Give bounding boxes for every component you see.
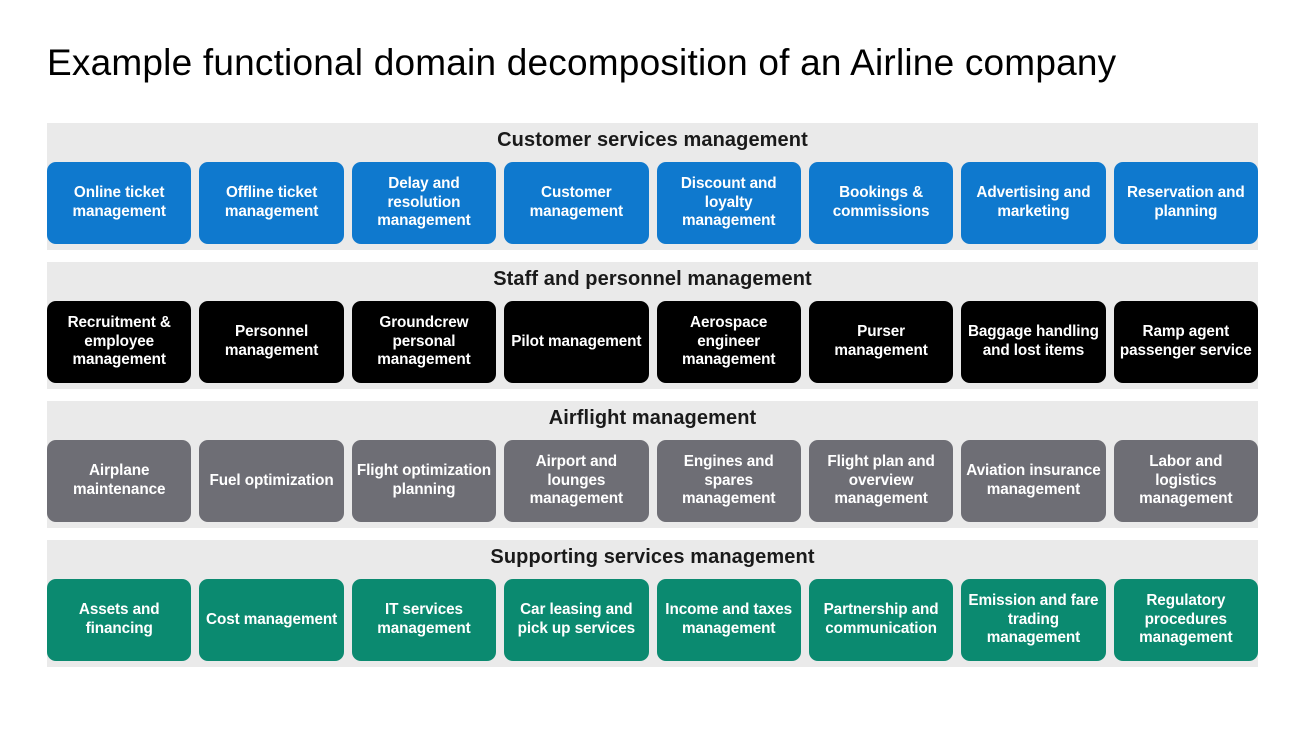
domain-card-label: Pilot management [511, 332, 642, 350]
section-cards-container: Assets and financing Cost management IT se… [47, 574, 1258, 667]
domain-card-label: Fuel optimization [209, 471, 334, 489]
domain-card[interactable]: Emission and fare trading management [961, 579, 1106, 661]
domain-card-label: Aviation insurance management [966, 462, 1101, 498]
domain-card[interactable]: Aviation insurance management [961, 440, 1106, 522]
domain-card-label: Car leasing and pick up services [517, 601, 636, 637]
domain-card-label: Engines and spares management [682, 453, 776, 508]
domain-card-label: IT services management [377, 601, 471, 637]
domain-card[interactable]: Ramp agent passenger service [1113, 301, 1258, 383]
domain-card[interactable]: Personnel management [199, 301, 344, 383]
domain-card[interactable]: Car leasing and pick up services [504, 579, 649, 661]
domain-card[interactable]: Baggage handling and lost items [961, 301, 1106, 383]
card-row: Online ticket management Offline ticket m… [47, 162, 1258, 244]
section-header-band: Airflight management [47, 401, 1258, 435]
domain-card-label: Baggage handling and lost items [967, 323, 1099, 359]
domain-card-label: Reservation and planning [1127, 184, 1245, 220]
domain-card[interactable]: Airplane maintenance [47, 440, 192, 522]
section-title: Airflight management [548, 406, 757, 429]
card-row: Airplane maintenance Fuel optimization Fli… [47, 440, 1258, 522]
domain-card[interactable]: Groundcrew personal management [351, 301, 497, 383]
domain-card-label: Offline ticket management [224, 184, 319, 220]
domain-card-label: Aerospace engineer management [682, 314, 776, 369]
domain-card[interactable]: Cost management [199, 579, 344, 661]
domain-card-label: Personnel management [224, 323, 319, 359]
domain-card-label: Flight plan and overview management [827, 453, 935, 508]
section-header-band: Staff and personnel management [47, 262, 1258, 296]
domain-card[interactable]: Offline ticket management [199, 162, 344, 244]
domain-card[interactable]: Aerospace engineer management [656, 301, 801, 383]
section-cards-container: Airplane maintenance Fuel optimization Fli… [47, 435, 1258, 528]
domain-card[interactable]: Flight plan and overview management [808, 440, 954, 522]
domain-card-label: Groundcrew personal management [377, 314, 471, 369]
domain-card-label: Delay and resolution management [377, 175, 471, 230]
domain-card[interactable]: Regulatory procedures management [1113, 579, 1258, 661]
domain-card[interactable]: Bookings & commissions [808, 162, 954, 244]
domain-card[interactable]: Delay and resolution management [351, 162, 497, 244]
domain-card-label: Partnership and communication [823, 601, 939, 637]
domain-card-label: Bookings & commissions [832, 184, 930, 220]
domain-card[interactable]: Partnership and communication [808, 579, 954, 661]
section-title: Customer services management [497, 128, 808, 151]
domain-card-label: Income and taxes management [665, 601, 793, 637]
section-header-band: Customer services management [47, 123, 1258, 157]
domain-card-label: Assets and financing [78, 601, 160, 637]
domain-card[interactable]: Customer management [504, 162, 649, 244]
domain-card-label: Ramp agent passenger service [1119, 323, 1252, 359]
domain-card-label: Purser management [834, 323, 928, 359]
domain-card-label: Advertising and marketing [976, 184, 1091, 220]
section-title: Staff and personnel management [493, 267, 812, 290]
domain-card[interactable]: Pilot management [504, 301, 649, 383]
domain-card[interactable]: Reservation and planning [1113, 162, 1258, 244]
domain-card[interactable]: Fuel optimization [199, 440, 344, 522]
card-row: Recruitment & employee management Personn… [47, 301, 1258, 383]
domain-card[interactable]: Flight optimization planning [351, 440, 497, 522]
domain-card-label: Labor and logistics management [1139, 453, 1233, 508]
section-cards-container: Recruitment & employee management Personn… [47, 296, 1258, 389]
domain-card[interactable]: Discount and loyalty management [656, 162, 801, 244]
domain-card-label: Customer management [529, 184, 623, 220]
card-row: Assets and financing Cost management IT se… [47, 579, 1258, 661]
page-title: Example functional domain decomposition … [47, 42, 1117, 83]
domain-card[interactable]: Airport and lounges management [504, 440, 649, 522]
domain-card-label: Discount and loyalty management [680, 175, 777, 230]
domain-card-label: Recruitment & employee management [67, 314, 171, 369]
domain-card-label: Airport and lounges management [529, 453, 623, 508]
domain-card[interactable]: Engines and spares management [656, 440, 801, 522]
domain-card-label: Online ticket management [72, 184, 166, 220]
domain-card[interactable]: IT services management [351, 579, 497, 661]
domain-card-label: Flight optimization planning [356, 462, 491, 498]
domain-card[interactable]: Purser management [808, 301, 954, 383]
domain-card-label: Regulatory procedures management [1139, 592, 1233, 647]
domain-card[interactable]: Assets and financing [47, 579, 192, 661]
domain-card-label: Emission and fare trading management [968, 592, 1099, 647]
domain-card[interactable]: Advertising and marketing [961, 162, 1106, 244]
section-title: Supporting services management [490, 545, 815, 568]
section-header-band: Supporting services management [47, 540, 1258, 574]
domain-card[interactable]: Income and taxes management [656, 579, 801, 661]
domain-card[interactable]: Labor and logistics management [1113, 440, 1258, 522]
section-cards-container: Online ticket management Offline ticket m… [47, 157, 1258, 250]
domain-card[interactable]: Online ticket management [47, 162, 192, 244]
domain-card-label: Cost management [206, 610, 338, 628]
domain-card[interactable]: Recruitment & employee management [47, 301, 192, 383]
domain-card-label: Airplane maintenance [72, 462, 166, 498]
